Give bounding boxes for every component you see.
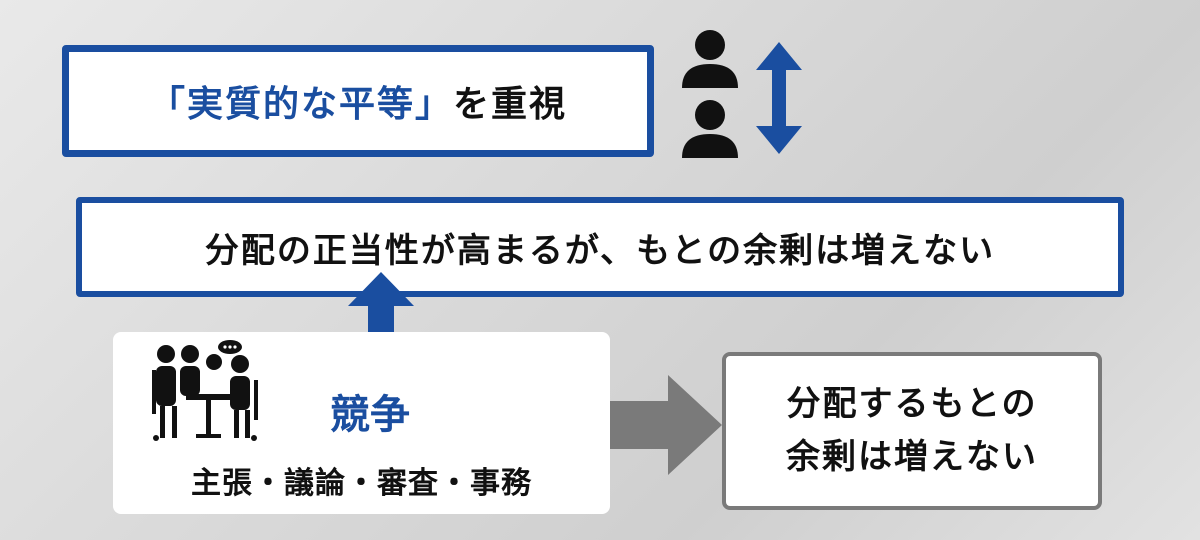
main-statement-text: 分配の正当性が高まるが、もとの余剰は増えない (204, 230, 996, 271)
title-quoted: 「実質的な平等」 (148, 84, 453, 125)
result-box: 分配するもとの 余剰は増えない (722, 352, 1102, 510)
title-rest: を重視 (453, 84, 568, 125)
competition-box (113, 332, 610, 514)
result-line-2: 余剰は増えない (786, 437, 1038, 477)
two-people-icon (682, 30, 738, 158)
result-line-1: 分配するもとの (786, 384, 1038, 425)
arrow-right-icon (610, 375, 722, 475)
title-box: 「実質的な平等」を重視 (62, 45, 654, 157)
up-down-arrow-icon (756, 42, 802, 154)
arrow-up-icon (348, 272, 414, 358)
competition-label: 競争 (330, 392, 410, 438)
main-statement-box: 分配の正当性が高まるが、もとの余剰は増えない (76, 197, 1124, 297)
competition-activities: 主張・議論・審査・事務 (191, 466, 532, 501)
meeting-discussion-icon (152, 340, 258, 441)
